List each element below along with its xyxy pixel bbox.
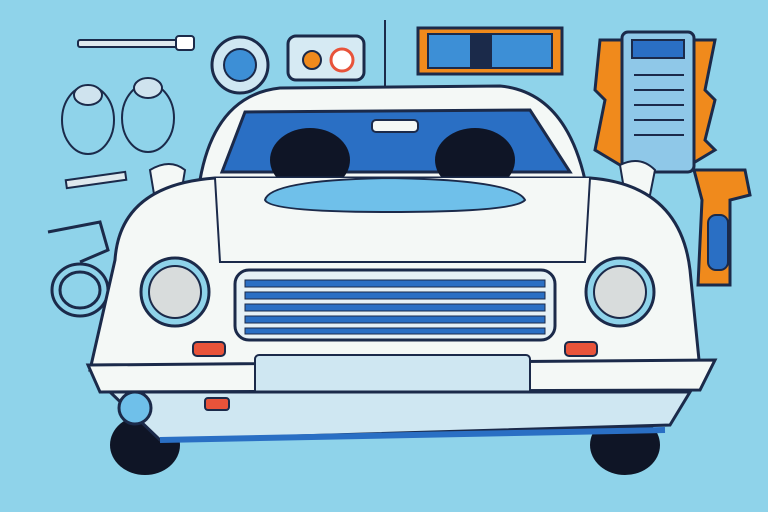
fuel-nozzle-icon [692,168,752,287]
bar-tool-icon [64,170,128,190]
license-plate-area [254,354,531,396]
gauge-icon [210,35,270,95]
right-turn-light [564,341,598,357]
lower-bumper [106,390,693,442]
wrench-icon [77,35,195,51]
grille [233,268,557,342]
fuel-pump-panel-icon [593,30,718,174]
radiator-icon [416,26,564,76]
left-headlight [139,256,211,328]
left-turn-light [192,341,226,357]
mirror [371,119,419,133]
radio-icon [286,34,366,82]
ring-parts-icon [61,77,175,155]
hood-scoop [263,176,527,214]
car [85,84,718,475]
right-headlight [584,256,656,328]
